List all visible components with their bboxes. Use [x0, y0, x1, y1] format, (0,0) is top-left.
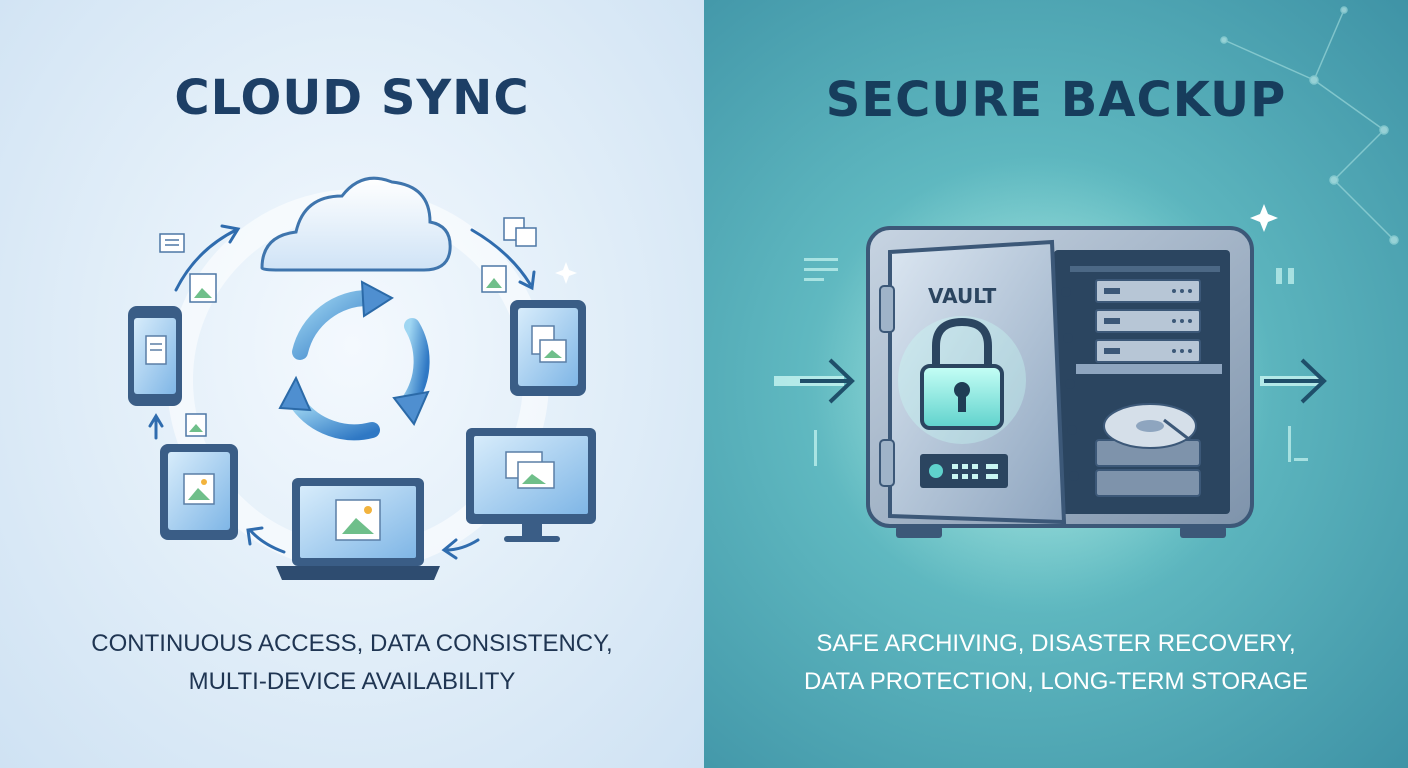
hard-drive-icon [1095, 403, 1201, 497]
cloud-sync-panel: CLOUD SYNC [0, 0, 704, 768]
sync-arrows-icon [278, 280, 430, 441]
document-icon [159, 233, 185, 253]
desktop-monitor-icon [466, 428, 596, 542]
arrow-right-icon [774, 358, 855, 404]
network-lines [1220, 6, 1399, 245]
caption-line: MULTI-DEVICE AVAILABILITY [188, 668, 516, 695]
padlock-icon [898, 316, 1026, 444]
cloud-sync-illustration [128, 176, 596, 580]
sparkle-icon [1250, 204, 1278, 232]
caption-line: SAFE ARCHIVING, DISASTER RECOVERY, [816, 630, 1296, 657]
tablet-icon-right [510, 300, 586, 396]
decor-glyphs [804, 258, 1308, 466]
cloud-sync-caption: CONTINUOUS ACCESS, DATA CONSISTENCY, MUL… [0, 625, 704, 701]
sparkle-icon [555, 262, 577, 284]
tablet-icon [160, 444, 238, 540]
secure-backup-title: SECURE BACKUP [825, 72, 1287, 128]
server-rack-icon [1095, 279, 1201, 363]
laptop-icon [276, 478, 440, 580]
caption-line: DATA PROTECTION, LONG-TERM STORAGE [803, 668, 1309, 695]
secure-backup-illustration [774, 6, 1399, 615]
cloud-sync-title: CLOUD SYNC [174, 70, 530, 126]
caption-line: CONTINUOUS ACCESS, DATA CONSISTENCY, [91, 630, 613, 657]
vault-label: VAULT [928, 284, 997, 308]
cloud-icon [260, 176, 452, 272]
arrow-right-icon [1260, 358, 1327, 404]
smartphone-icon [128, 306, 182, 406]
image-file-icon [185, 217, 537, 437]
secure-backup-caption: SAFE ARCHIVING, DISASTER RECOVERY, DATA … [704, 625, 1408, 701]
flow-arrows [148, 224, 536, 560]
secure-backup-panel: SECURE BACKUP [704, 0, 1408, 768]
